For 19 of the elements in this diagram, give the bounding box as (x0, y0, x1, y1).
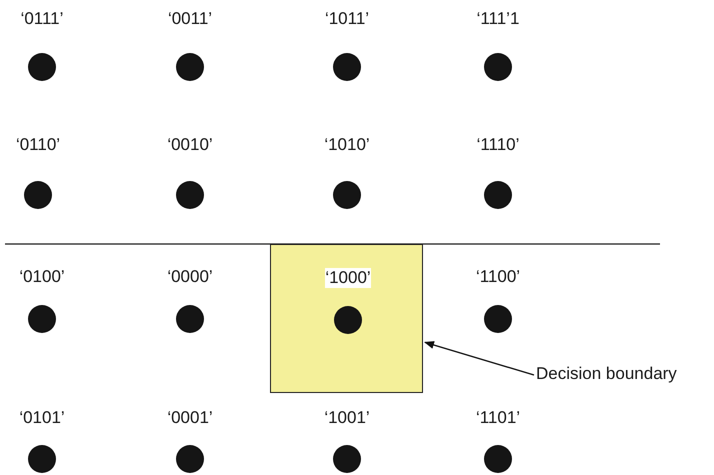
leader-arrow (424, 341, 534, 376)
point-label: ‘1000’ (325, 268, 371, 288)
point-label: ‘0101’ (19, 408, 65, 428)
point-label: ‘1100’ (476, 267, 520, 287)
point-label: ‘111’1 (476, 9, 520, 29)
point-label: ‘0000’ (167, 267, 213, 287)
point-label: ‘0100’ (19, 267, 65, 287)
point-label: ‘0001’ (167, 408, 213, 428)
annotation-text: Decision boundary (536, 364, 677, 383)
point-label: ‘0010’ (167, 135, 213, 155)
point-label: ‘0011’ (168, 9, 212, 29)
point-label: ‘0111’ (20, 9, 64, 29)
point-label: ‘1010’ (324, 135, 370, 155)
point-label: ‘1101’ (476, 408, 520, 428)
decision-region (270, 244, 423, 393)
point-label: ‘1001’ (324, 408, 370, 428)
point-label: ‘0110’ (16, 135, 60, 155)
point-label: ‘1110’ (476, 135, 520, 155)
point-label: ‘1011’ (324, 9, 370, 29)
